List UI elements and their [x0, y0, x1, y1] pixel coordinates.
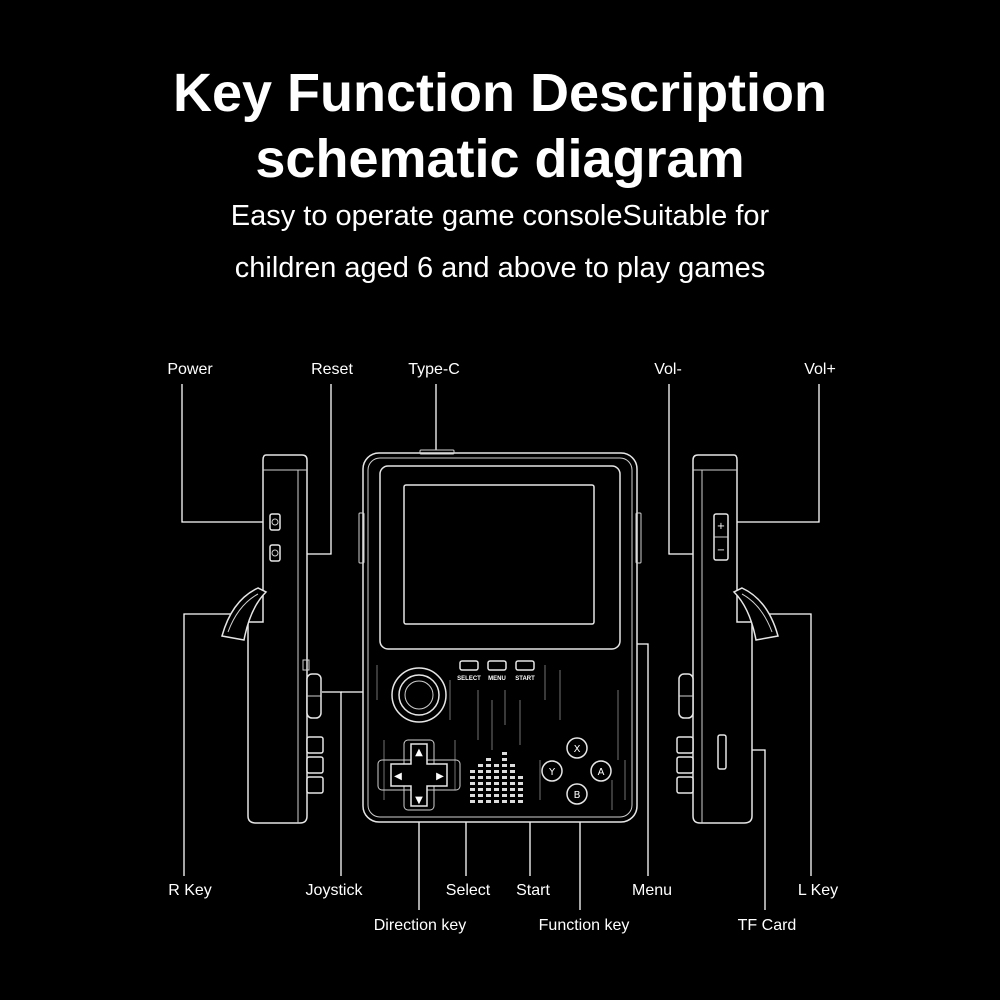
svg-text:▶: ▶ — [436, 771, 444, 782]
label-reset: Reset — [311, 361, 353, 378]
menu-button-label: MENU — [488, 676, 506, 682]
label-select: Select — [446, 882, 491, 899]
screen — [403, 484, 595, 625]
y-button — [541, 760, 563, 782]
left-side-view — [221, 454, 324, 824]
right-side-body — [692, 454, 753, 824]
svg-text:−: − — [717, 545, 725, 556]
right-side-view: + − — [676, 454, 779, 824]
select-button-label: SELECT — [457, 676, 481, 682]
label-vol-minus: Vol- — [654, 361, 682, 378]
reset-button — [269, 544, 281, 562]
leader-power — [181, 384, 270, 523]
y-button-label: Y — [548, 767, 556, 778]
label-joystick: Joystick — [306, 882, 364, 899]
b-button-label: B — [574, 790, 581, 801]
texture-lines — [376, 665, 626, 810]
start-button-label: START — [515, 676, 535, 682]
a-button-label: A — [598, 767, 605, 778]
page-title-line-2: schematic diagram — [255, 129, 745, 189]
page-title-line-1: Key Function Description — [172, 63, 828, 123]
select-button — [459, 660, 479, 671]
leader-r-key — [183, 613, 235, 876]
left-side-body — [247, 454, 308, 824]
svg-text:▼: ▼ — [415, 795, 423, 806]
speaker-grille — [470, 752, 523, 803]
subtitle-line-1: Easy to operate game consoleSuitable for — [230, 200, 770, 232]
label-r-key: R Key — [168, 882, 212, 899]
start-button — [515, 660, 535, 671]
leader-l-key — [765, 613, 812, 876]
label-function-key: Function key — [539, 917, 630, 934]
function-buttons: X Y A B — [541, 737, 612, 805]
label-menu: Menu — [632, 882, 672, 899]
r-key-trigger — [221, 587, 268, 641]
leader-joystick-side — [322, 691, 342, 876]
leader-vol-plus — [730, 384, 820, 523]
l-key-trigger — [732, 587, 779, 641]
menu-button — [487, 660, 507, 671]
subtitle-line-2: children aged 6 and above to play games — [234, 252, 766, 284]
label-power: Power — [167, 361, 213, 378]
svg-text:◀: ◀ — [394, 771, 402, 782]
front-view: SELECT MENU START ▲ ▼ ◀ ▶ — [358, 449, 642, 823]
label-direction-key: Direction key — [374, 917, 466, 934]
label-vol-plus: Vol+ — [804, 361, 836, 378]
power-button — [269, 513, 281, 531]
direction-pad — [390, 743, 448, 807]
a-button — [590, 760, 612, 782]
tf-card-slot — [717, 734, 727, 770]
label-start: Start — [516, 882, 550, 899]
svg-text:+: + — [717, 521, 725, 532]
x-button — [566, 737, 588, 759]
b-button — [566, 783, 588, 805]
label-l-key: L Key — [798, 882, 838, 899]
x-button-label: X — [574, 744, 581, 755]
label-type-c: Type-C — [408, 361, 460, 378]
label-tf-card: TF Card — [738, 917, 797, 934]
svg-text:▲: ▲ — [415, 747, 423, 758]
